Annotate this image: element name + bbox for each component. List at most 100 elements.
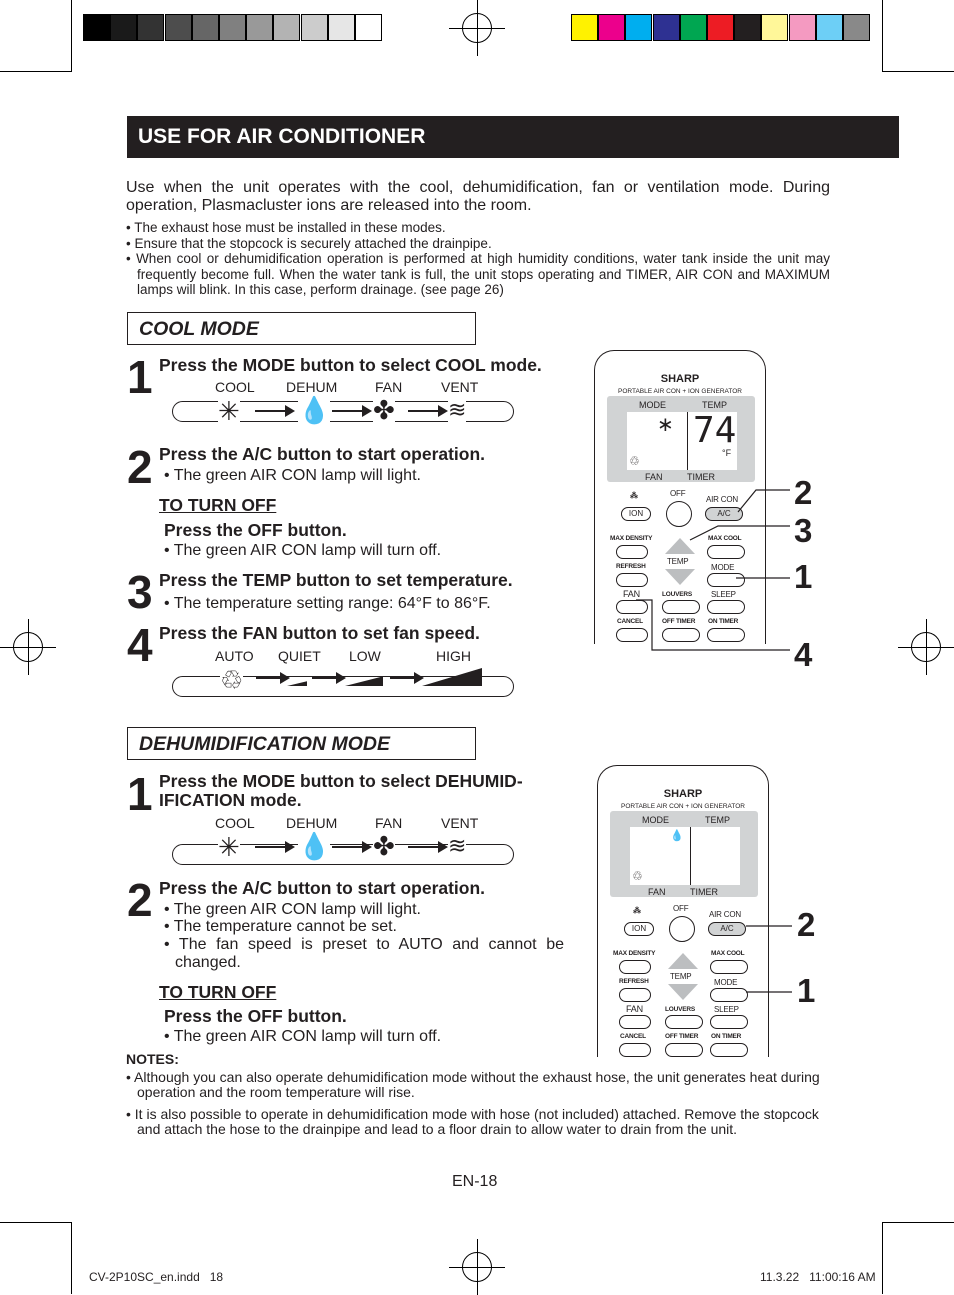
notes-heading: NOTES: [126, 1051, 179, 1067]
bullet-item: • The exhaust hose must be installed in … [126, 220, 446, 235]
step-text: Press the A/C button to start operation. [159, 878, 486, 898]
mode-label: MODE [711, 563, 735, 572]
step-text: Press the FAN button to set fan speed. [159, 623, 480, 643]
off-timer-button[interactable] [665, 1043, 703, 1057]
refresh-label: REFRESH [616, 563, 646, 570]
max-cool-label: MAX COOL [708, 535, 742, 542]
callout-number: 4 [794, 636, 813, 673]
remote-control-dehum: SHARP PORTABLE AIR CON + ION GENERATOR M… [597, 765, 769, 1058]
remote-control-cool: SHARP PORTABLE AIR CON + ION GENERATOR M… [594, 350, 766, 645]
color-swatch [679, 14, 707, 41]
max-density-button[interactable] [619, 960, 651, 974]
max-cool-label: MAX COOL [711, 950, 745, 957]
step-note: • The green AIR CON lamp will light. [164, 901, 421, 918]
step-number: 4 [127, 619, 153, 671]
temp-down-button[interactable] [668, 984, 698, 1000]
mode-label-cool: COOL [215, 379, 255, 395]
registration-mark-right [898, 619, 954, 675]
max-cool-button[interactable] [707, 545, 745, 559]
fan-icon: ✤ [373, 395, 395, 425]
ion-button[interactable]: ION [624, 922, 654, 936]
mode-label-vent: VENT [441, 379, 479, 395]
notes-section: NOTES: • Although you can also operate d… [126, 1051, 830, 1138]
remote-subtitle: PORTABLE AIR CON + ION GENERATOR [621, 803, 745, 810]
callout-number: 3 [794, 512, 813, 549]
cancel-button[interactable] [616, 628, 648, 642]
mode-label-fan: FAN [375, 815, 403, 831]
snowflake-icon: ✳ [218, 832, 240, 862]
remote-brand: SHARP [663, 788, 703, 800]
louvers-button[interactable] [665, 1015, 703, 1029]
louvers-label: LOUVERS [665, 1006, 696, 1013]
color-swatch [707, 14, 734, 41]
max-cool-button[interactable] [710, 960, 748, 974]
louvers-button[interactable] [662, 600, 700, 614]
display-temp-label: TEMP [705, 815, 731, 825]
mode-label-dehum: DEHUM [286, 379, 338, 395]
lcd-screen: ∗ 74 °F ♲ [627, 410, 737, 470]
temperature-reading: 74 [693, 410, 737, 451]
fan-button[interactable] [619, 1015, 651, 1029]
ac-button[interactable]: A/C [708, 922, 746, 936]
callout-number: 2 [797, 906, 816, 943]
temp-label: TEMP [670, 972, 692, 981]
sleep-button[interactable] [710, 1015, 748, 1029]
note-item: • It is also possible to operate in dehu… [126, 1105, 819, 1138]
turn-off-text: Press the OFF button. [164, 1006, 347, 1026]
on-timer-button[interactable] [707, 628, 745, 642]
mode-button[interactable] [707, 573, 745, 587]
snowflake-icon: ✳ [218, 396, 240, 426]
fan-bar-low [345, 676, 383, 686]
air-con-label: AIR CON [709, 910, 741, 919]
step-text-cont: IFICATION mode. [159, 790, 302, 810]
fan-label: FAN [623, 589, 640, 599]
mode-label-vent: VENT [441, 815, 479, 831]
temp-down-button[interactable] [665, 569, 695, 585]
refresh-button[interactable] [619, 988, 651, 1002]
refresh-button[interactable] [616, 573, 648, 587]
fan-label-quiet: QUIET [278, 648, 321, 664]
ac-button[interactable]: A/C [705, 507, 743, 521]
cool-mode-heading: COOL MODE [127, 312, 476, 345]
bullet-item: • When cool or dehumidification operatio… [126, 251, 830, 298]
remote-subtitle: PORTABLE AIR CON + ION GENERATOR [618, 388, 742, 395]
droplet-icon: 💧 [298, 395, 331, 425]
remote-button-panel: ⁂ OFF AIR CON ION A/C MAX DENSITY MAX CO… [607, 487, 755, 645]
callout-number: 1 [797, 972, 816, 1009]
mode-label: MODE [714, 978, 738, 987]
remote-brand: SHARP [660, 373, 700, 385]
intro-bullets: • The exhaust hose must be installed in … [126, 220, 830, 298]
sleep-label: SLEEP [714, 1005, 739, 1014]
on-timer-button[interactable] [710, 1043, 748, 1057]
ion-icon: ⁂ [630, 491, 638, 500]
max-density-button[interactable] [616, 545, 648, 559]
cancel-button[interactable] [619, 1043, 651, 1057]
auto-fan-icon: ♲ [632, 869, 643, 883]
on-timer-label: ON TIMER [711, 1033, 742, 1040]
off-button[interactable] [666, 501, 692, 527]
off-timer-label: OFF TIMER [665, 1033, 699, 1040]
off-button[interactable] [669, 916, 695, 942]
color-swatch [734, 14, 762, 41]
off-timer-button[interactable] [662, 628, 700, 642]
color-swatch [788, 14, 816, 41]
gray-swatch [137, 14, 165, 41]
vent-icon: ≋ [448, 833, 467, 859]
color-swatch [761, 14, 789, 41]
step-text: Press the MODE button to select DEHUMID- [159, 771, 523, 791]
color-swatch [652, 14, 680, 41]
mode-button[interactable] [710, 988, 748, 1002]
fan-button[interactable] [616, 600, 648, 614]
sleep-button[interactable] [707, 600, 745, 614]
turn-off-note: • The green AIR CON lamp will turn off. [164, 542, 442, 559]
step-text: Press the TEMP button to set temperature… [159, 570, 513, 590]
display-timer-label: TIMER [687, 472, 715, 482]
gray-swatch [355, 14, 382, 41]
temp-up-button[interactable] [665, 538, 695, 554]
refresh-label: REFRESH [619, 978, 649, 985]
gray-swatch [110, 14, 138, 41]
ion-button[interactable]: ION [621, 507, 651, 521]
sleep-label: SLEEP [711, 590, 736, 599]
temp-up-button[interactable] [668, 953, 698, 969]
fan-label: FAN [626, 1004, 643, 1014]
